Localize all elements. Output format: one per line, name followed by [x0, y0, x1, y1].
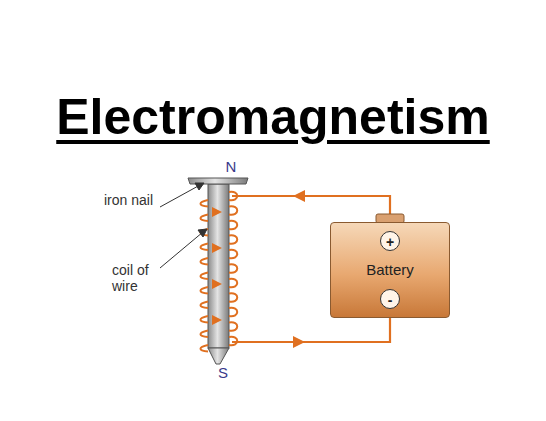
coil-loop	[229, 293, 237, 301]
coil-loop	[229, 221, 237, 229]
iron-nail	[188, 178, 248, 364]
coil-loop	[201, 316, 209, 323]
terminal-sign: +	[380, 231, 400, 251]
part-label: iron nail	[104, 192, 162, 208]
coil-loop	[201, 258, 209, 265]
leader-arrowhead	[198, 229, 207, 237]
coil-loop	[229, 308, 237, 316]
coil-loop	[229, 337, 237, 345]
coil-loop	[201, 244, 209, 251]
coil-loop	[201, 345, 209, 352]
part-label: coil of wire	[112, 262, 168, 294]
coil-loop	[229, 192, 237, 200]
leader-line	[160, 183, 207, 268]
leader-line	[160, 232, 203, 268]
nail-point	[208, 348, 229, 364]
current-arrow	[293, 336, 305, 348]
leader-line	[160, 185, 200, 207]
coil-loop	[201, 331, 209, 338]
coil-loop	[229, 322, 237, 330]
pole-label: N	[221, 158, 241, 175]
coil-loop	[201, 200, 209, 207]
coil-loop	[201, 273, 209, 280]
battery-label: Battery	[366, 262, 414, 277]
leader-arrowhead	[195, 183, 204, 190]
coil-loop	[229, 250, 237, 258]
pole-label: S	[213, 364, 233, 381]
coil-loop	[229, 206, 237, 214]
coil-loop	[229, 235, 237, 243]
current-arrow	[212, 315, 222, 325]
terminal-sign: -	[380, 289, 400, 309]
coil-loop	[201, 215, 209, 222]
current-arrow	[212, 207, 222, 217]
nail-shaft	[208, 184, 229, 348]
bottom-wire	[232, 318, 390, 342]
coil-loop	[229, 264, 237, 272]
coil-loop	[201, 302, 209, 309]
current-arrow	[212, 243, 222, 253]
coil-loop	[201, 287, 209, 294]
battery: + Battery -	[330, 222, 450, 318]
current-arrow	[212, 279, 222, 289]
title: Electromagnetism	[0, 88, 546, 146]
coil-loop	[229, 279, 237, 287]
current-arrow	[293, 190, 305, 202]
top-wire	[232, 196, 390, 216]
coil-winding	[201, 192, 238, 352]
